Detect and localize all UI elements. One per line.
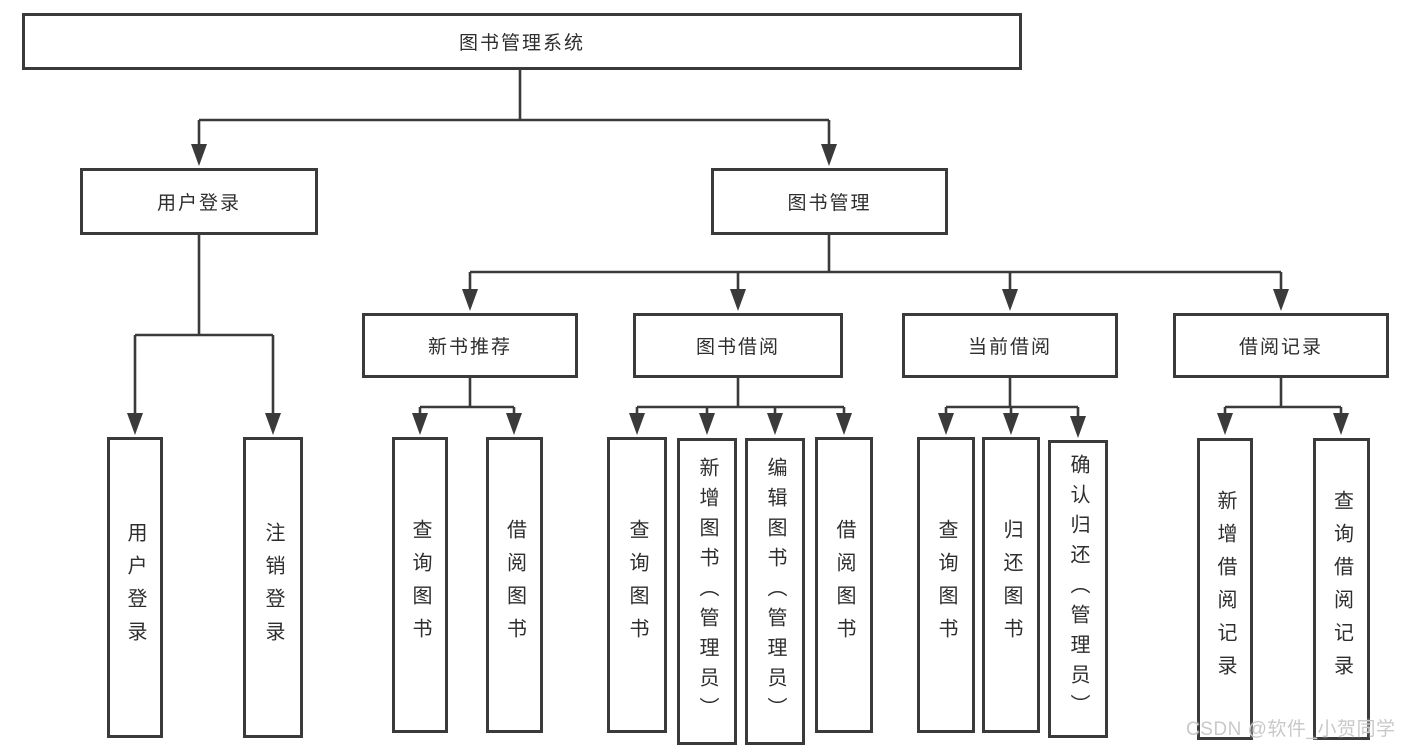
node-label: 当前借阅 [967,337,1052,358]
node-label: 借阅图书 [503,519,526,651]
node-root: 图书管理系统 [22,13,1022,70]
node-label: 图书借阅 [695,337,780,358]
node-return-books: 归还图书 [982,437,1040,733]
node-query-books-newbook: 查询图书 [392,437,448,733]
node-logout-leaf: 注销登录 [243,437,303,738]
node-label: 借阅记录 [1238,337,1323,358]
node-label: 借阅图书 [833,519,855,651]
node-label: 图书管理 [787,193,872,214]
node-label: 查询借阅记录 [1330,490,1353,688]
node-borrow-records: 借阅记录 [1173,313,1389,378]
node-add-borrow-record: 新增借阅记录 [1197,438,1253,740]
node-label: 新增借阅记录 [1214,490,1236,688]
node-current-borrow: 当前借阅 [902,313,1118,378]
node-borrow-books-borrow: 借阅图书 [815,437,873,733]
node-label: 编辑图书（管理员） [764,456,786,727]
node-label: 图书管理系统 [458,33,585,54]
node-confirm-return-admin: 确认归还（管理员） [1048,440,1108,738]
node-label: 查询图书 [626,519,648,651]
node-label: 查询图书 [935,519,957,651]
node-query-borrow-record: 查询借阅记录 [1313,438,1370,740]
node-book-management: 图书管理 [711,168,948,235]
node-query-books-borrow: 查询图书 [607,437,667,733]
node-book-borrow: 图书借阅 [633,313,843,378]
node-add-books-admin: 新增图书（管理员） [677,438,737,745]
node-borrow-books-newbook: 借阅图书 [486,437,543,733]
node-label: 查询图书 [409,519,431,651]
node-label: 归还图书 [1000,519,1022,651]
node-query-books-current: 查询图书 [917,437,975,733]
node-label: 确认归还（管理员） [1067,454,1089,724]
node-user-login-leaf: 用户登录 [107,437,163,738]
node-label: 用户登录 [156,193,241,214]
node-label: 用户登录 [124,521,146,654]
node-label: 注销登录 [262,521,284,654]
node-edit-books-admin: 编辑图书（管理员） [745,438,805,745]
node-label: 新增图书（管理员） [696,456,718,727]
watermark: CSDN @软件_小贺同学 [1186,719,1396,740]
node-user-login: 用户登录 [80,168,318,235]
node-label: 新书推荐 [427,337,512,358]
node-new-book-recommend: 新书推荐 [362,313,578,378]
